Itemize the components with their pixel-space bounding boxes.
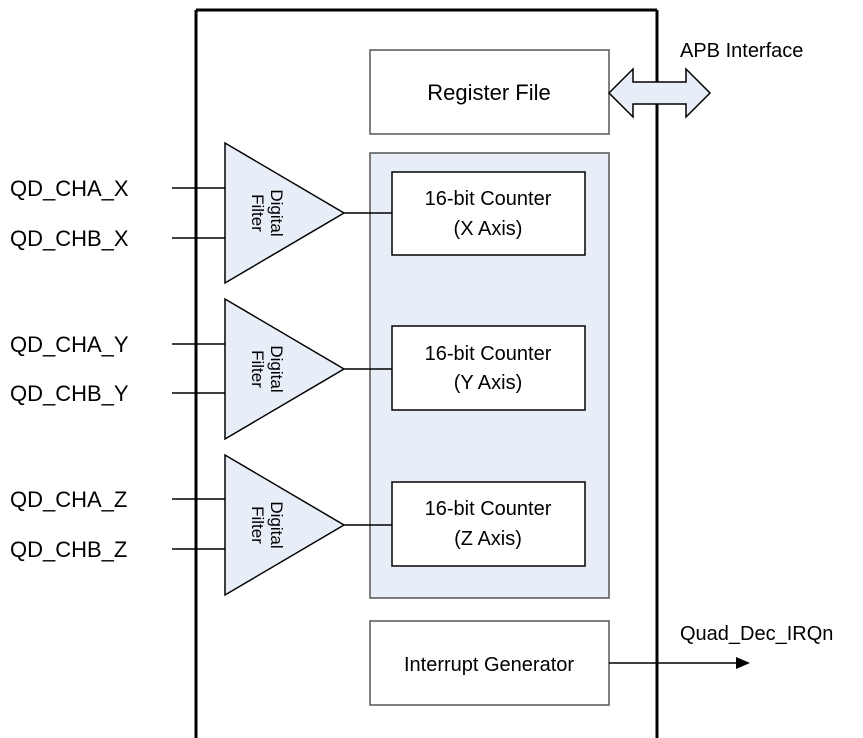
counter-z-axis: (Z Axis) <box>454 528 522 550</box>
filter-z-label-line2: Filter <box>248 506 267 544</box>
counter-x-axis: (X Axis) <box>454 218 523 240</box>
filter-x-label-line2: Filter <box>248 194 267 232</box>
filter-z-label-line1: Digital <box>267 501 286 548</box>
interrupt-generator-label: Interrupt Generator <box>404 654 574 676</box>
digital-filter-z: Digital Filter QD_CHA_Z QD_CHB_Z <box>10 453 392 597</box>
counter-y-axis: (Y Axis) <box>454 372 523 394</box>
input-label-chb-z: QD_CHB_Z <box>10 537 127 562</box>
counter-z-box <box>391 481 586 567</box>
filter-x-triangle <box>224 141 346 285</box>
digital-filter-x: Digital Filter QD_CHA_X QD_CHB_X <box>10 141 392 285</box>
interrupt-generator-box <box>369 620 610 706</box>
input-label-cha-y: QD_CHA_Y <box>10 332 129 357</box>
register-file-label: Register File <box>427 80 550 105</box>
filter-y-label-line1: Digital <box>267 345 286 392</box>
filter-y-label-line2: Filter <box>248 350 267 388</box>
counter-z-title: 16-bit Counter <box>425 498 552 520</box>
filter-y-triangle <box>224 297 346 441</box>
counter-x-box <box>391 171 586 256</box>
counter-y-title: 16-bit Counter <box>425 343 552 365</box>
apb-interface-label: APB Interface <box>680 40 803 62</box>
digital-filter-y: Digital Filter QD_CHA_Y QD_CHB_Y <box>10 297 392 441</box>
irq-arrowhead-icon <box>736 657 750 669</box>
register-file-box <box>369 49 610 135</box>
input-label-chb-y: QD_CHB_Y <box>10 381 129 406</box>
counter-x-title: 16-bit Counter <box>425 188 552 210</box>
filter-z-triangle <box>224 453 346 597</box>
irq-output-label: Quad_Dec_IRQn <box>680 623 833 645</box>
module-boundary <box>194 8 659 738</box>
apb-bidirectional-arrow <box>607 67 712 119</box>
counter-y-box <box>391 325 586 411</box>
filter-x-label-line1: Digital <box>267 189 286 236</box>
input-label-cha-z: QD_CHA_Z <box>10 487 127 512</box>
input-label-cha-x: QD_CHA_X <box>10 176 129 201</box>
input-label-chb-x: QD_CHB_X <box>10 226 129 251</box>
